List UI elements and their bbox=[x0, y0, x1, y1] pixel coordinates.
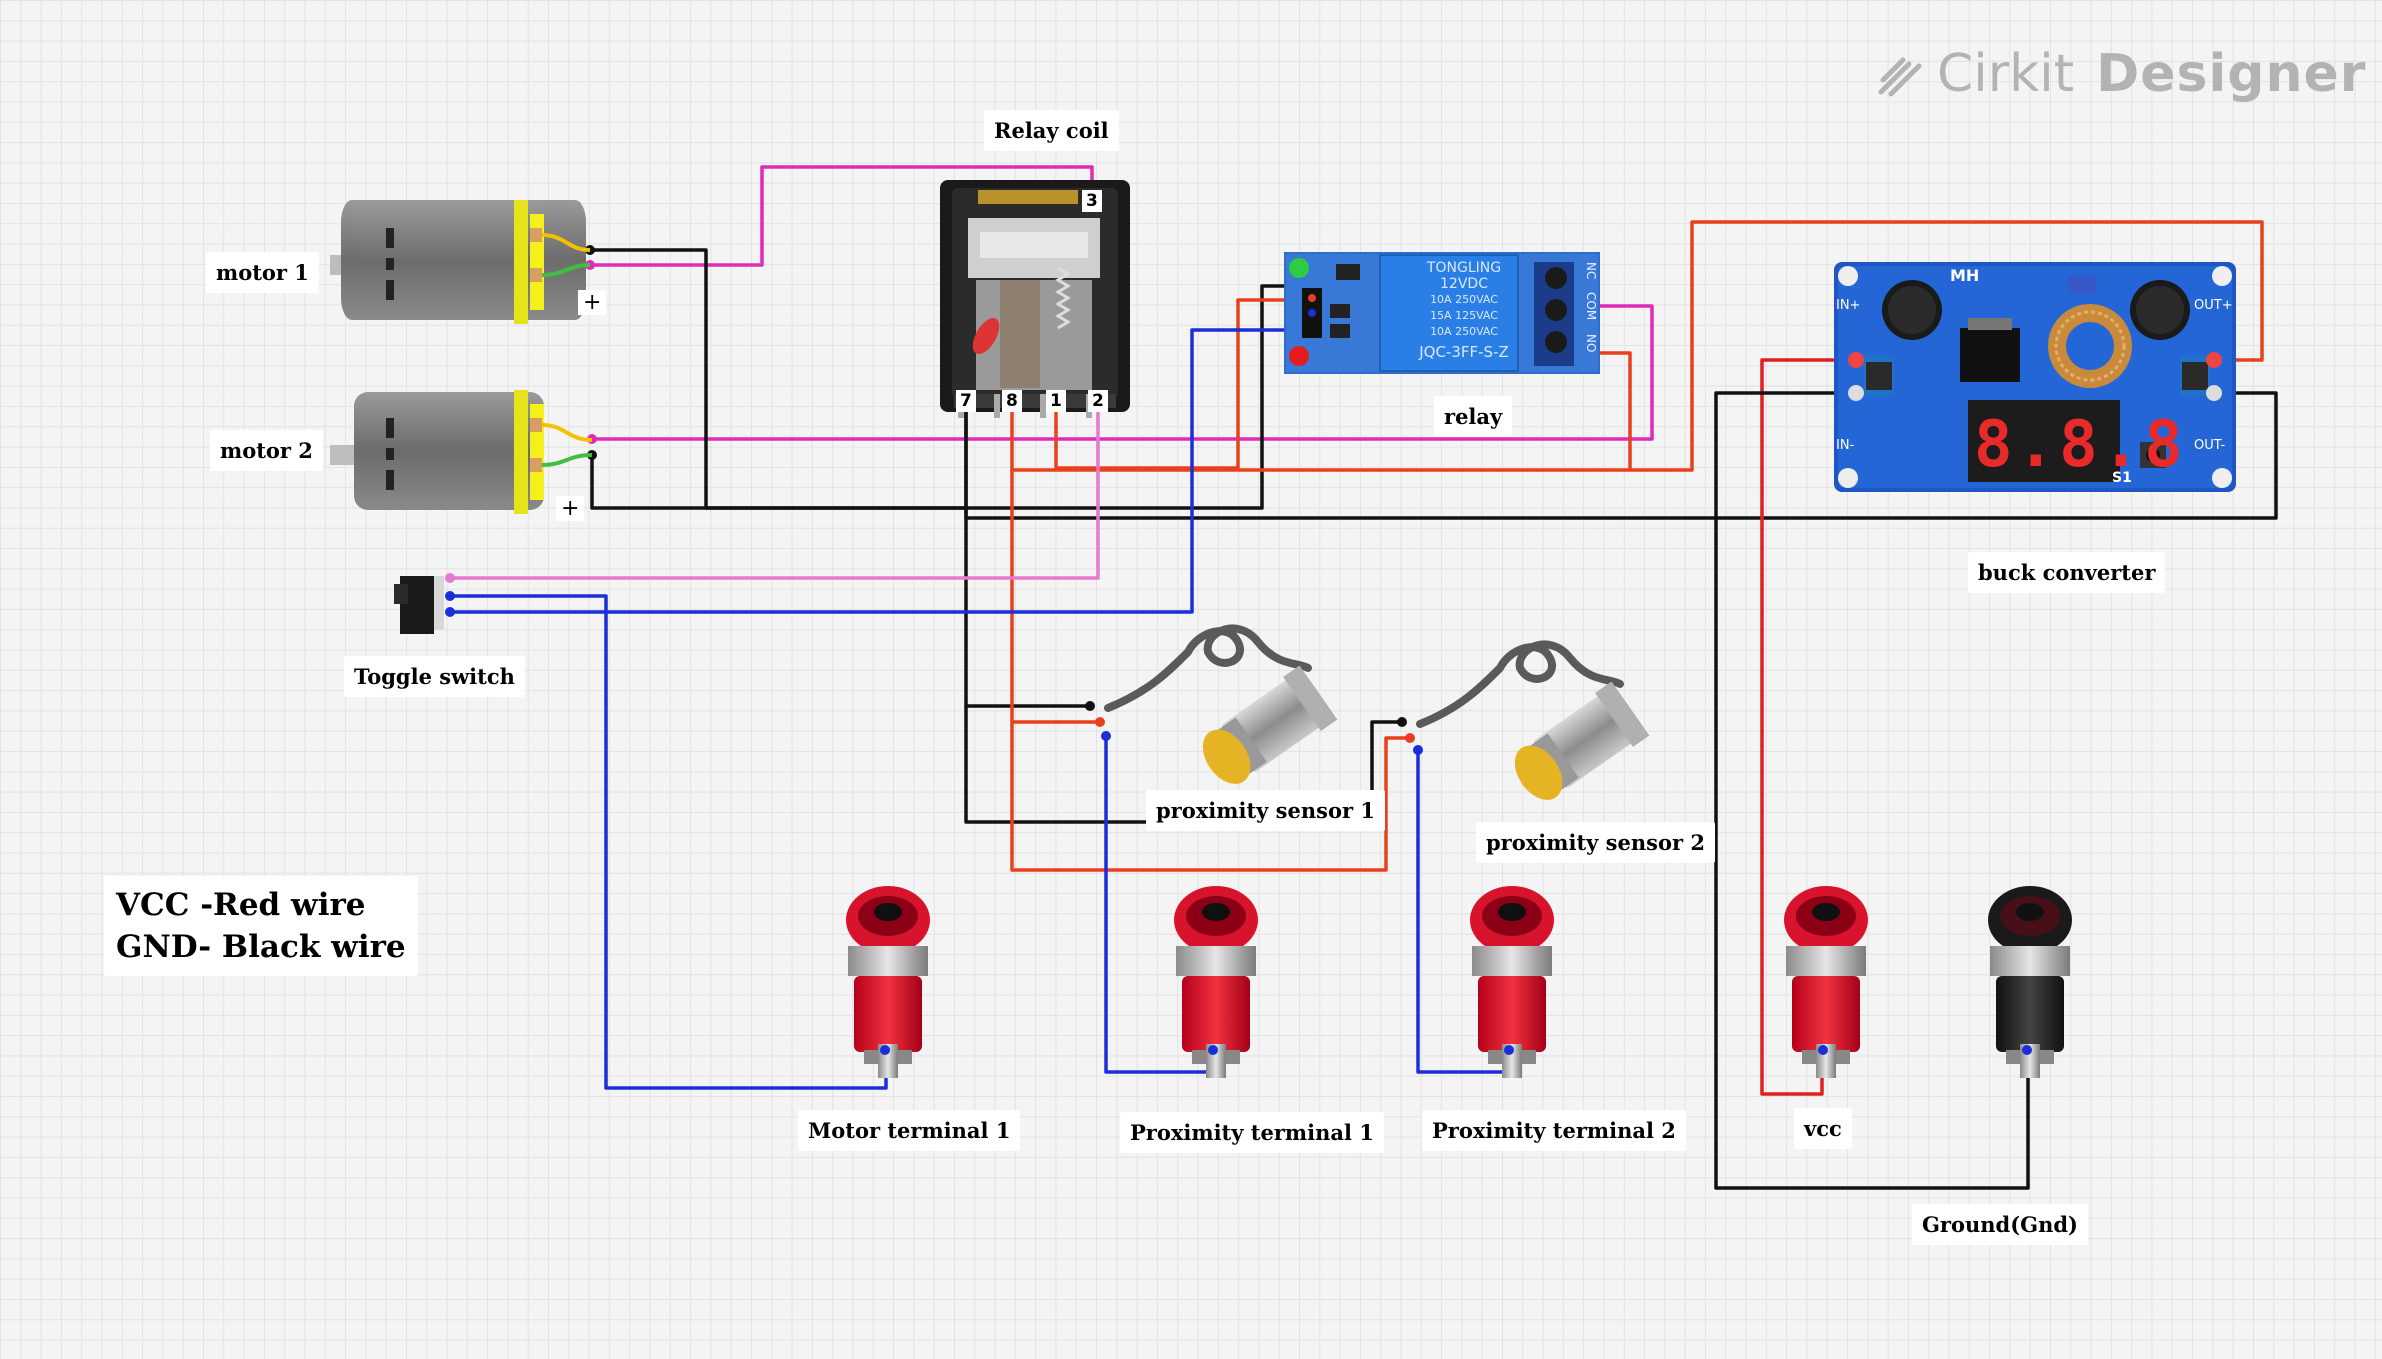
buck-s1-label: S1 bbox=[2112, 470, 2132, 486]
wire-pin2-toggle[interactable] bbox=[450, 412, 1100, 580]
buck-out-minus-label: OUT- bbox=[2194, 438, 2226, 453]
label-buck-converter: buck converter bbox=[1968, 552, 2166, 593]
relay-model: JQC-3FF-S-Z bbox=[1419, 343, 1509, 361]
relay-module-print: TONGLING 12VDC 10A 250VAC 15A 125VAC 10A… bbox=[1404, 260, 1524, 360]
toggle-switch-component[interactable] bbox=[394, 576, 444, 634]
wire-pin7-prox1-gnd[interactable] bbox=[964, 412, 1090, 708]
cirkit-designer-logo: Cirkit Designer bbox=[1875, 44, 2366, 104]
coil-pin-8: 8 bbox=[1002, 390, 1022, 412]
coil-pin-3: 3 bbox=[1082, 190, 1102, 212]
legend-gnd: GND- Black wire bbox=[116, 929, 406, 965]
ground-jack[interactable] bbox=[1988, 886, 2072, 1078]
coil-pin-1: 1 bbox=[1046, 390, 1066, 412]
relay-rating-3: 10A 250VAC bbox=[1430, 325, 1498, 338]
wire-motor2-gnd[interactable] bbox=[590, 284, 1300, 510]
wire-color-legend: VCC -Red wire GND- Black wire bbox=[104, 876, 418, 976]
brand-name-designer: Designer bbox=[2096, 44, 2367, 104]
label-toggle-switch: Toggle switch bbox=[344, 656, 525, 697]
label-motor-1: motor 1 bbox=[206, 252, 319, 293]
brand-name-cirkit: Cirkit bbox=[1937, 44, 2075, 104]
vcc-jack[interactable] bbox=[1784, 886, 1868, 1078]
wire-pin1-relay-vcc[interactable] bbox=[1054, 298, 1300, 470]
label-relay-coil: Relay coil bbox=[984, 110, 1119, 151]
label-relay: relay bbox=[1434, 396, 1513, 437]
relay-brand: TONGLING bbox=[1426, 260, 1502, 276]
label-ground: Ground(Gnd) bbox=[1912, 1204, 2088, 1245]
buck-in-minus-label: IN- bbox=[1836, 438, 1855, 453]
motor2-plus-marker: + bbox=[556, 496, 585, 521]
coil-pin-2: 2 bbox=[1088, 390, 1108, 412]
junction-dots bbox=[445, 245, 1423, 755]
wire-motor1-gnd[interactable] bbox=[592, 248, 966, 510]
motor1-plus-marker: + bbox=[578, 290, 607, 315]
label-proximity-terminal-2: Proximity terminal 2 bbox=[1422, 1110, 1686, 1151]
wire-prox2-vcc[interactable] bbox=[1010, 722, 1410, 872]
proximity-sensor-2[interactable] bbox=[1416, 640, 1650, 811]
relay-voltage: 12VDC bbox=[1440, 276, 1488, 292]
wire-buck-in-vcc[interactable] bbox=[1760, 358, 1860, 1096]
buck-converter[interactable] bbox=[1834, 262, 2236, 492]
motor-terminal-1-jack[interactable] bbox=[846, 886, 930, 1078]
buck-out-plus-label: OUT+ bbox=[2194, 298, 2233, 313]
label-proximity-sensor-1: proximity sensor 1 bbox=[1146, 790, 1385, 831]
relay-module[interactable] bbox=[1284, 252, 1600, 374]
label-proximity-terminal-1: Proximity terminal 1 bbox=[1120, 1112, 1384, 1153]
buck-seven-segment-display: 8.8.8 bbox=[1974, 408, 2187, 482]
label-proximity-sensor-2: proximity sensor 2 bbox=[1476, 822, 1715, 863]
motor-2[interactable] bbox=[330, 390, 593, 514]
wires bbox=[450, 165, 2278, 1190]
buck-mh-label: MH bbox=[1950, 266, 1980, 285]
banana-terminals bbox=[846, 886, 2072, 1078]
wire-relay-in-toggle[interactable] bbox=[450, 328, 1300, 614]
proximity-terminal-2-jack[interactable] bbox=[1470, 886, 1554, 1078]
relay-nc-label: NC bbox=[1584, 262, 1598, 280]
coil-pin-7: 7 bbox=[956, 390, 976, 412]
legend-vcc: VCC -Red wire bbox=[116, 887, 366, 923]
label-motor-terminal-1: Motor terminal 1 bbox=[798, 1110, 1021, 1151]
motor-1[interactable] bbox=[330, 200, 591, 324]
relay-coil-component[interactable] bbox=[940, 180, 1130, 418]
proximity-terminal-1-jack[interactable] bbox=[1174, 886, 1258, 1078]
relay-com-label: COM bbox=[1584, 292, 1598, 321]
buck-in-plus-label: IN+ bbox=[1836, 298, 1861, 313]
relay-rating-1: 10A 250VAC bbox=[1430, 293, 1498, 306]
cirkit-logo-icon bbox=[1878, 57, 1922, 97]
relay-no-label: NO bbox=[1584, 334, 1598, 353]
wire-buck-in-gnd[interactable] bbox=[1714, 391, 2030, 1190]
label-vcc: vcc bbox=[1794, 1108, 1852, 1149]
relay-rating-2: 15A 125VAC bbox=[1430, 309, 1498, 322]
proximity-sensor-1[interactable] bbox=[1104, 624, 1338, 795]
label-motor-2: motor 2 bbox=[210, 430, 323, 471]
wire-motor2-to-relay-nc[interactable] bbox=[592, 304, 1654, 441]
